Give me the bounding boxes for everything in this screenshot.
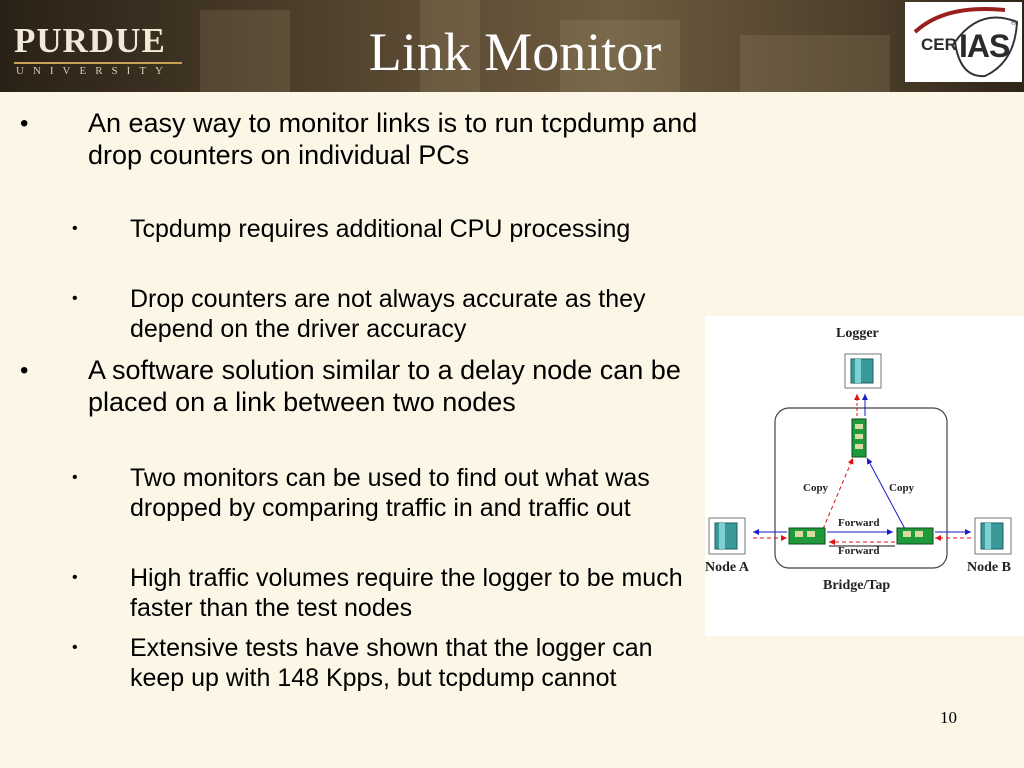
sub-bullet-marker: • <box>72 220 78 237</box>
copy-right-label: Copy <box>889 482 915 494</box>
bridge-tap-label: Bridge/Tap <box>823 578 891 593</box>
bullet-1-sub-1: Tcpdump requires additional CPU processi… <box>130 215 631 243</box>
bullet-1: An easy way to monitor links is to run t… <box>88 108 698 170</box>
bullet-marker: • <box>20 357 29 384</box>
copy-left-label: Copy <box>803 482 829 494</box>
logger-computer-icon <box>844 353 882 389</box>
campus-building <box>740 35 890 92</box>
bullet-1-sub-2: Drop counters are not always accurate as… <box>130 285 646 343</box>
logger-nic-icon <box>851 418 867 458</box>
forward-bottom-label: Forward <box>838 545 880 557</box>
cerias-swoosh-icon <box>913 6 1019 78</box>
sub-bullet-marker: • <box>72 569 78 586</box>
slide-title: Link Monitor <box>368 22 662 82</box>
bullet-marker: • <box>20 110 29 137</box>
node-a-label: Node A <box>705 560 749 575</box>
diagram-drawing <box>708 353 1012 569</box>
slide-header: PURDUE UNIVERSITY Link Monitor CER IAS ® <box>0 0 1024 92</box>
purdue-logo: PURDUE UNIVERSITY <box>14 22 184 80</box>
forward-top-label: Forward <box>838 517 880 529</box>
registered-mark: ® <box>1011 20 1017 27</box>
bullet-2-sub-2: High traffic volumes require the logger … <box>130 564 683 622</box>
bullet-2-sub-3: Extensive tests have shown that the logg… <box>130 634 653 692</box>
purdue-logo-sub: UNIVERSITY <box>14 62 182 77</box>
bullet-2-sub-1: Two monitors can be used to find out wha… <box>130 464 650 522</box>
bridge-tap-diagram: Logger Copy Copy Forward Forward Node A … <box>705 316 1024 636</box>
logger-label: Logger <box>836 326 879 341</box>
sub-bullet-marker: • <box>72 290 78 307</box>
campus-building <box>200 10 290 92</box>
node-b-label: Node B <box>967 560 1011 575</box>
bridge-box <box>774 407 948 569</box>
purdue-logo-name: PURDUE <box>14 21 166 60</box>
node-b-computer-icon <box>974 517 1012 555</box>
left-nic-icon <box>788 527 826 545</box>
cerias-logo: CER IAS ® <box>905 2 1022 82</box>
page-number: 10 <box>940 708 957 727</box>
cerias-logo-right: IAS <box>959 28 1010 64</box>
sub-bullet-marker: • <box>72 469 78 486</box>
campus-building <box>420 0 480 92</box>
sub-bullet-marker: • <box>72 639 78 656</box>
campus-building <box>560 20 680 92</box>
right-nic-icon <box>896 527 934 545</box>
node-a-computer-icon <box>708 517 746 555</box>
bullet-2: A software solution similar to a delay n… <box>88 355 681 417</box>
cerias-logo-left: CER <box>921 35 957 54</box>
